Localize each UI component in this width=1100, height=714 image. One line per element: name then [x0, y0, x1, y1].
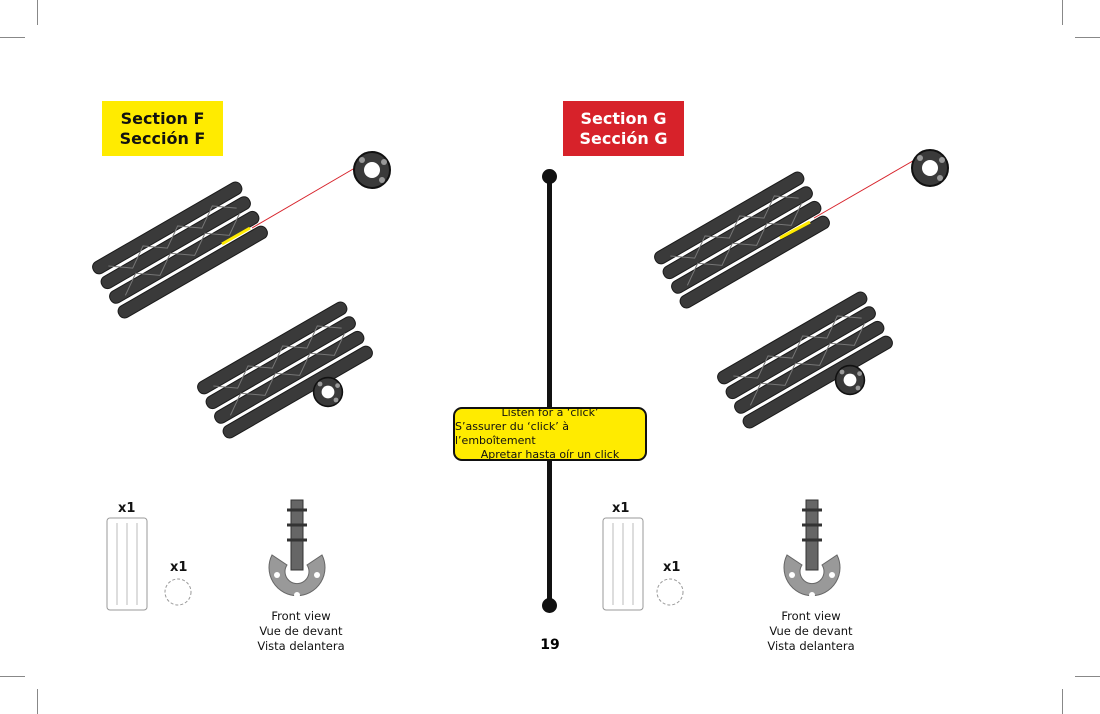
divider-dot — [542, 169, 557, 184]
crop-mark — [1075, 676, 1100, 677]
section-f-connector — [353, 151, 391, 189]
panel-quantity: x1 — [612, 501, 630, 516]
crop-mark — [37, 689, 38, 714]
page-number: 19 — [540, 637, 560, 653]
front-view-caption-f: Front view Vue de devant Vista delantera — [231, 609, 371, 654]
section-f-panel-bottom — [194, 299, 376, 441]
caption-fr: Vue de devant — [259, 624, 343, 638]
callout-es: Apretar hasta oír un click — [480, 448, 620, 461]
caption-en: Front view — [271, 609, 331, 623]
section-divider — [547, 176, 552, 606]
callout-en: Listen for a ‘click’ — [501, 406, 599, 419]
caption-fr: Vue de devant — [769, 624, 853, 638]
section-title-es: Sección G — [579, 128, 668, 148]
section-title-en: Section G — [580, 108, 667, 128]
section-title-es: Sección F — [119, 128, 206, 148]
section-g-label: Section G Sección G — [563, 101, 684, 156]
crop-mark — [1062, 0, 1063, 25]
panel-quantity: x1 — [118, 501, 136, 516]
click-callout: Listen for a ‘click’ S’assurer du ‘click… — [453, 406, 647, 461]
crop-mark — [1062, 689, 1063, 714]
section-title-en: Section F — [120, 108, 205, 128]
connector-quantity: x1 — [170, 560, 188, 575]
callout-fr: S’assurer du ‘click’ à l’emboîtement — [455, 420, 569, 447]
caption-es: Vista delantera — [767, 639, 855, 653]
crop-mark — [1075, 37, 1100, 38]
connector-quantity: x1 — [663, 560, 681, 575]
crop-mark — [37, 0, 38, 25]
caption-es: Vista delantera — [257, 639, 345, 653]
crop-mark — [0, 676, 25, 677]
section-f-label: Section F Sección F — [102, 101, 223, 156]
divider-dot — [542, 598, 557, 613]
section-g-panel-top — [651, 169, 833, 311]
section-g-connector — [911, 149, 949, 187]
section-g-panel-bottom — [714, 289, 896, 431]
section-f-panel-top — [89, 179, 271, 321]
front-view-caption-g: Front view Vue de devant Vista delantera — [741, 609, 881, 654]
caption-en: Front view — [781, 609, 841, 623]
crop-mark — [0, 37, 25, 38]
